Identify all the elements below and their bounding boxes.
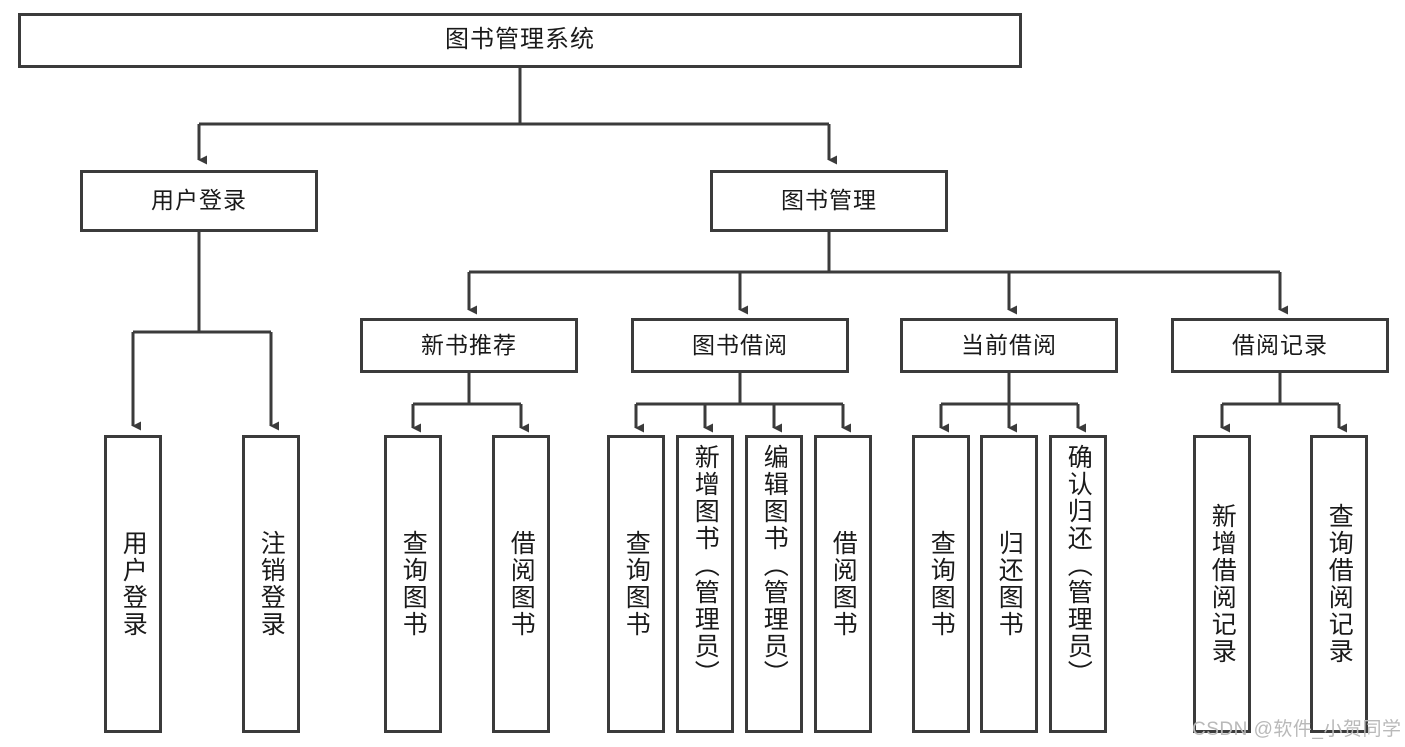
node-leaf-query-record[interactable]: 查询借阅记录: [1310, 435, 1368, 733]
node-book-manage[interactable]: 图书管理: [710, 170, 948, 232]
node-leaf-query-book-2[interactable]: 查询图书: [607, 435, 665, 733]
watermark: CSDN @软件_小贺同学: [1192, 719, 1402, 740]
node-leaf-user-logout-label: 注销登录: [257, 530, 286, 638]
node-leaf-user-login-label: 用户登录: [119, 530, 148, 638]
node-user-login[interactable]: 用户登录: [80, 170, 318, 232]
node-leaf-edit-book[interactable]: 编辑图书（管理员）: [745, 435, 803, 733]
node-leaf-user-logout[interactable]: 注销登录: [242, 435, 300, 733]
node-leaf-query-book-3-label: 查询图书: [927, 530, 956, 638]
node-book-manage-label: 图书管理: [781, 187, 877, 214]
node-current-borrow-label: 当前借阅: [961, 331, 1057, 358]
node-new-book-rec[interactable]: 新书推荐: [360, 318, 578, 373]
node-leaf-add-record[interactable]: 新增借阅记录: [1193, 435, 1251, 733]
node-leaf-borrow-book-2-label: 借阅图书: [829, 530, 858, 638]
node-user-login-label: 用户登录: [151, 187, 247, 214]
node-borrow-record[interactable]: 借阅记录: [1171, 318, 1389, 373]
node-leaf-confirm-return[interactable]: 确认归还（管理员）: [1049, 435, 1107, 733]
node-leaf-add-record-label: 新增借阅记录: [1208, 503, 1237, 665]
node-leaf-query-book-3[interactable]: 查询图书: [912, 435, 970, 733]
node-leaf-return-book[interactable]: 归还图书: [980, 435, 1038, 733]
node-root[interactable]: 图书管理系统: [18, 13, 1022, 68]
node-leaf-add-book-label: 新增图书（管理员）: [691, 444, 720, 687]
node-leaf-confirm-return-label: 确认归还（管理员）: [1064, 444, 1093, 687]
node-leaf-query-record-label: 查询借阅记录: [1325, 503, 1354, 665]
node-leaf-borrow-book-2[interactable]: 借阅图书: [814, 435, 872, 733]
node-leaf-edit-book-label: 编辑图书（管理员）: [760, 444, 789, 687]
node-leaf-query-book-2-label: 查询图书: [622, 530, 651, 638]
node-borrow-record-label: 借阅记录: [1232, 331, 1328, 358]
node-book-borrow-label: 图书借阅: [692, 331, 788, 358]
node-root-label: 图书管理系统: [445, 26, 595, 54]
node-leaf-query-book-1[interactable]: 查询图书: [384, 435, 442, 733]
node-leaf-borrow-book-1-label: 借阅图书: [507, 530, 536, 638]
node-current-borrow[interactable]: 当前借阅: [900, 318, 1118, 373]
node-leaf-add-book[interactable]: 新增图书（管理员）: [676, 435, 734, 733]
node-new-book-rec-label: 新书推荐: [421, 331, 517, 358]
node-leaf-user-login[interactable]: 用户登录: [104, 435, 162, 733]
node-leaf-return-book-label: 归还图书: [995, 530, 1024, 638]
node-leaf-borrow-book-1[interactable]: 借阅图书: [492, 435, 550, 733]
node-leaf-query-book-1-label: 查询图书: [399, 530, 428, 638]
node-book-borrow[interactable]: 图书借阅: [631, 318, 849, 373]
